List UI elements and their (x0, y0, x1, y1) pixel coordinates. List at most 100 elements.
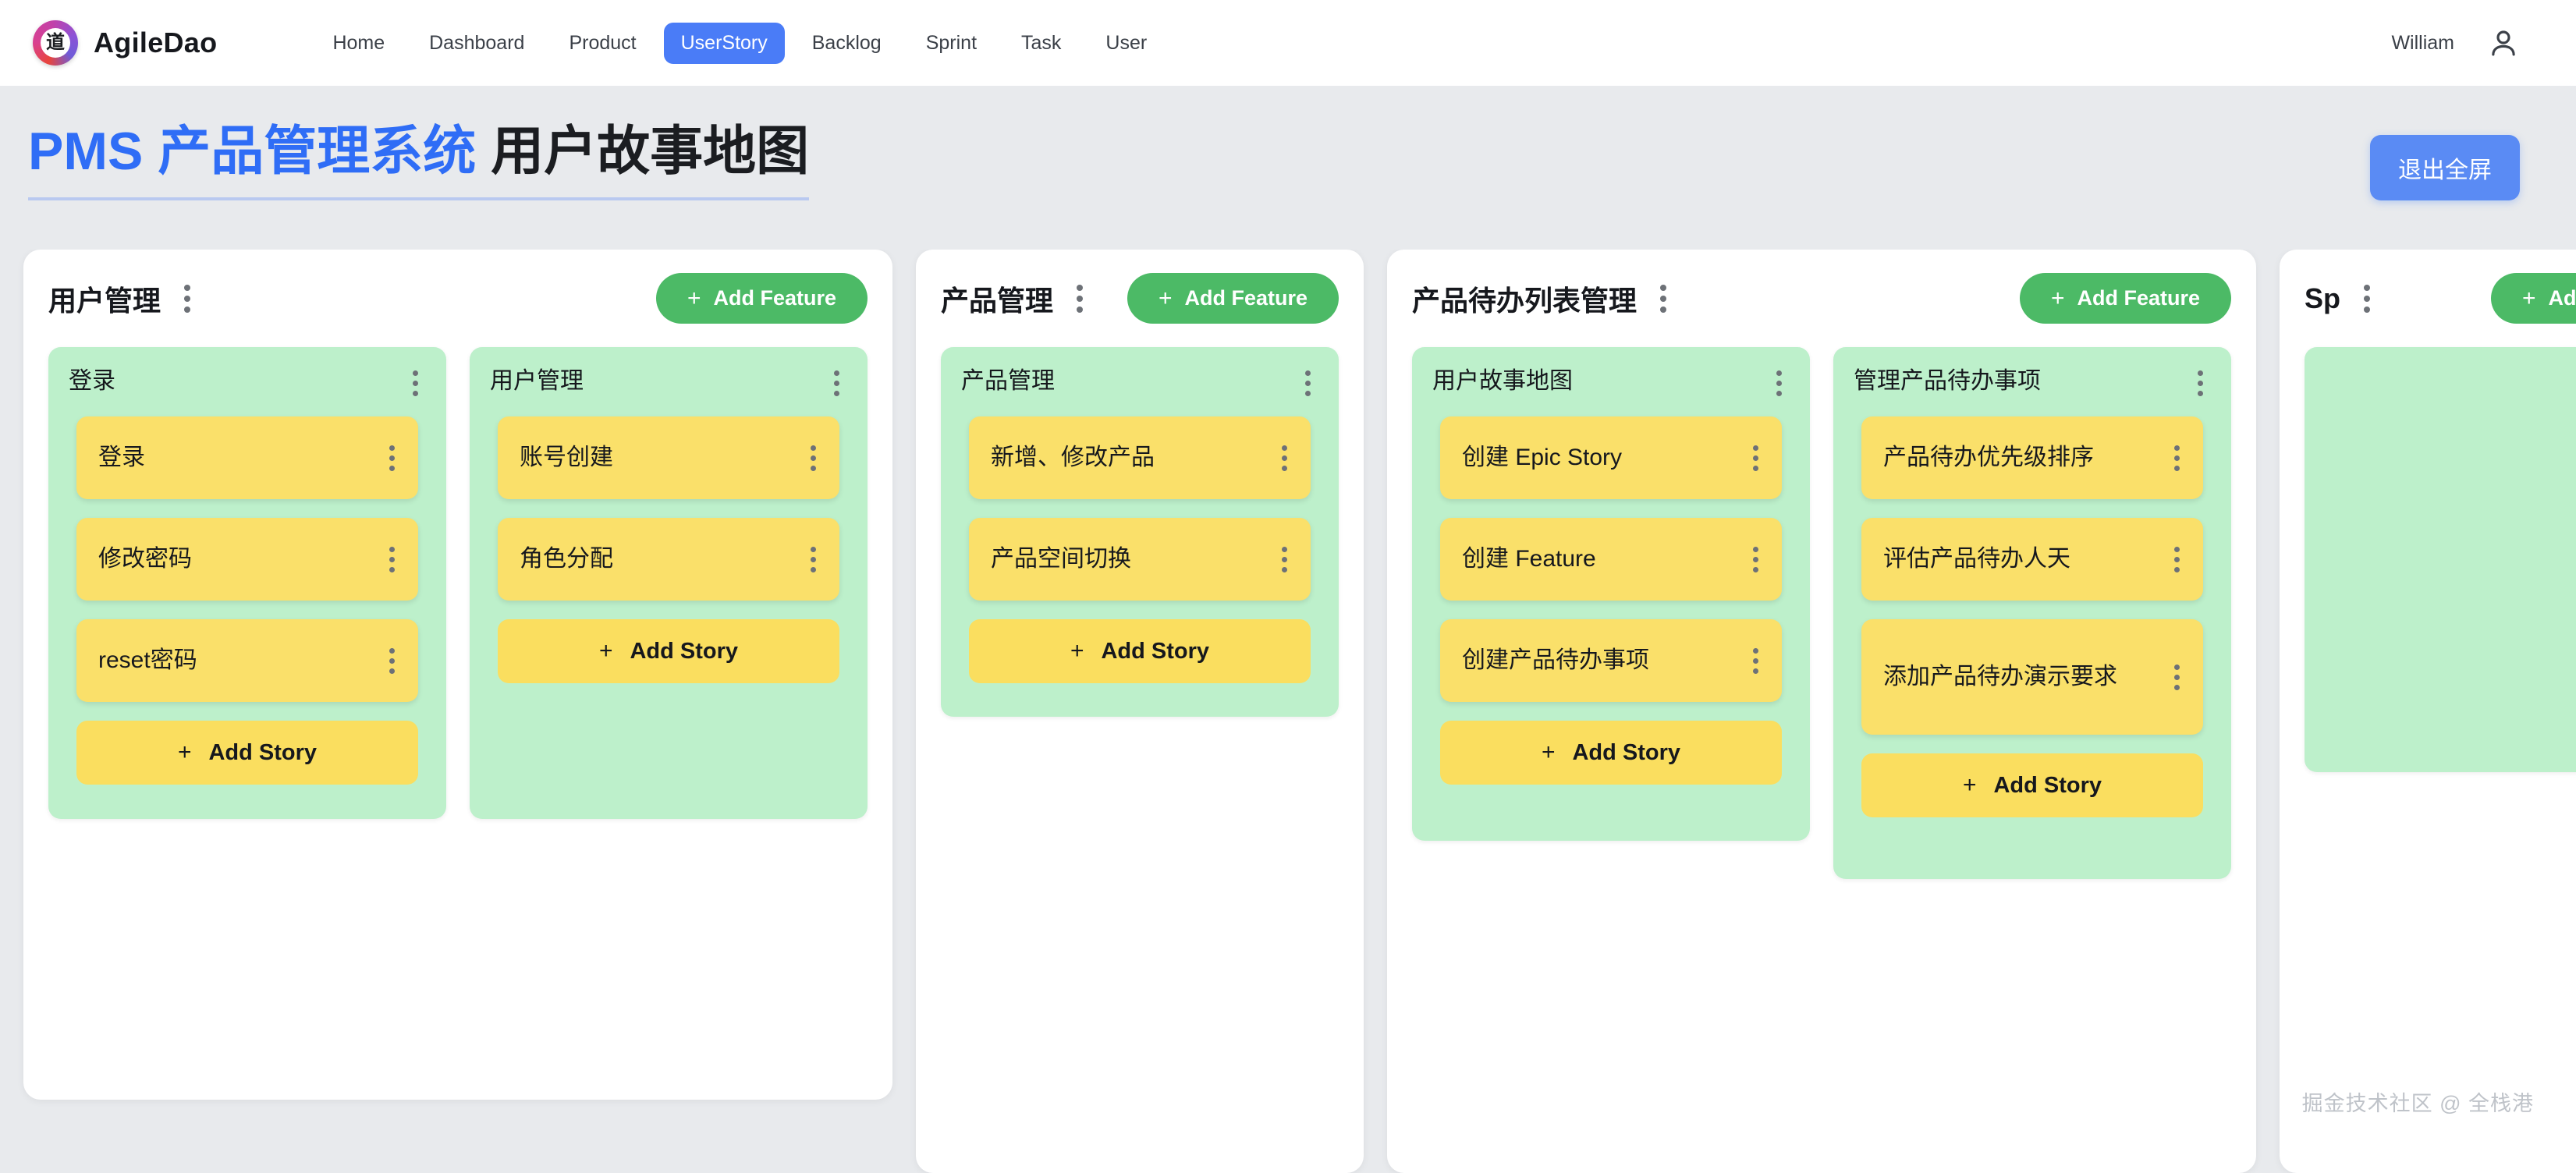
nav-item-userstory[interactable]: UserStory (663, 22, 785, 64)
story-menu-icon[interactable] (1276, 442, 1293, 474)
add-story-label: Add Story (208, 739, 318, 765)
story-list: 产品待办优先级排序 评估产品待办人天 添加产品待办演示要求 + Add Stor… (1850, 416, 2214, 817)
feature-menu-icon[interactable] (1299, 367, 1317, 399)
epic-title: Sp (2305, 282, 2341, 314)
epic-column: 产品待办列表管理 + Add Feature 用户故事地图 创建 Epic St… (1387, 250, 2256, 1173)
story-card[interactable]: 登录 (76, 416, 418, 499)
story-card[interactable]: 新增、修改产品 (969, 416, 1311, 499)
story-card[interactable]: 产品待办优先级排序 (1861, 416, 2203, 499)
feature-header: 产品管理 (958, 367, 1322, 399)
feature-menu-icon[interactable] (406, 367, 424, 399)
story-title: 登录 (98, 444, 145, 470)
add-story-button[interactable]: + Add Story (1440, 721, 1782, 785)
epic-header: 用户管理 + Add Feature (48, 273, 868, 324)
add-story-button[interactable]: + Add Story (969, 619, 1311, 683)
story-title: 产品待办优先级排序 (1883, 444, 2094, 470)
story-title: 创建 Epic Story (1462, 444, 1623, 470)
story-card[interactable]: 创建 Epic Story (1440, 416, 1782, 499)
feature-card: 管理产品待办事项 产品待办优先级排序 评估产品待办人天 添加产品待办演示要求 (1833, 347, 2231, 879)
story-card[interactable]: 添加产品待办演示要求 (1861, 619, 2203, 735)
add-story-label: Add Story (1993, 772, 2102, 798)
epic-title: 产品管理 (941, 284, 1054, 317)
story-menu-icon[interactable] (1747, 645, 1765, 677)
plus-icon: + (177, 739, 192, 765)
epic-column: 用户管理 + Add Feature 登录 登录 修改 (23, 250, 892, 1100)
story-card[interactable]: 产品空间切换 (969, 518, 1311, 601)
feature-header: 登录 (66, 367, 429, 399)
feature-menu-icon[interactable] (1770, 367, 1788, 399)
feature-card: 产品管理 新增、修改产品 产品空间切换 + Add Story (941, 347, 1339, 717)
feature-list: 产品管理 新增、修改产品 产品空间切换 + Add Story (941, 347, 1339, 717)
nav-item-sprint[interactable]: Sprint (925, 31, 978, 54)
story-title: 创建 Feature (1462, 545, 1596, 572)
story-menu-icon[interactable] (804, 544, 822, 576)
epic-menu-icon[interactable] (1654, 282, 1673, 316)
feature-card (2305, 347, 2576, 772)
story-menu-icon[interactable] (1276, 544, 1293, 576)
nav-item-dashboard[interactable]: Dashboard (429, 31, 525, 54)
story-menu-icon[interactable] (1747, 544, 1765, 576)
nav-item-task[interactable]: Task (1021, 31, 1062, 54)
story-menu-icon[interactable] (1747, 442, 1765, 474)
story-card[interactable]: reset密码 (76, 619, 418, 702)
story-menu-icon[interactable] (2168, 442, 2186, 474)
agiledao-logo-icon: 道 (33, 20, 78, 66)
story-card[interactable]: 评估产品待办人天 (1861, 518, 2203, 601)
story-card[interactable]: 创建产品待办事项 (1440, 619, 1782, 702)
feature-header: 用户管理 (487, 367, 850, 399)
add-feature-button[interactable]: + Add Feature (2019, 273, 2231, 324)
story-list: 登录 修改密码 reset密码 + Add Story (66, 416, 429, 785)
nav-item-product[interactable]: Product (569, 31, 637, 54)
story-menu-icon[interactable] (2168, 544, 2186, 576)
add-story-button[interactable]: + Add Story (498, 619, 839, 683)
story-list: 新增、修改产品 产品空间切换 + Add Story (958, 416, 1322, 683)
story-menu-icon[interactable] (383, 442, 401, 474)
nav-item-home[interactable]: Home (332, 31, 385, 54)
feature-menu-icon[interactable] (2191, 367, 2209, 399)
story-title: 评估产品待办人天 (1883, 545, 2070, 572)
user-icon[interactable] (2487, 27, 2520, 59)
feature-title: 产品管理 (961, 368, 1055, 394)
feature-title: 用户管理 (490, 368, 584, 394)
epic-title: 用户管理 (48, 284, 161, 317)
brand-logo[interactable]: 道 AgileDao (33, 20, 217, 66)
nav-user-area: William (2391, 27, 2520, 59)
nav-item-user[interactable]: User (1105, 31, 1148, 54)
brand-name: AgileDao (94, 27, 218, 58)
story-title: 修改密码 (98, 545, 192, 572)
add-story-button[interactable]: + Add Story (1861, 753, 2203, 817)
feature-header (2322, 367, 2576, 399)
add-feature-button[interactable]: + Add Feature (655, 273, 868, 324)
add-story-button[interactable]: + Add Story (76, 721, 418, 785)
add-story-label: Add Story (1572, 739, 1681, 765)
epic-column: Sp + Add Feature (2280, 250, 2576, 1173)
nav-item-backlog[interactable]: Backlog (811, 31, 882, 54)
feature-card: 用户故事地图 创建 Epic Story 创建 Feature 创建产品待办事项 (1412, 347, 1810, 841)
epic-menu-icon[interactable] (1070, 282, 1089, 316)
feature-title: 管理产品待办事项 (1854, 368, 2041, 394)
feature-header: 管理产品待办事项 (1850, 367, 2214, 399)
epic-menu-icon[interactable] (2358, 282, 2376, 316)
story-card[interactable]: 角色分配 (498, 518, 839, 601)
plus-icon: + (598, 638, 613, 664)
epic-menu-icon[interactable] (178, 282, 197, 316)
page-title: PMS 产品管理系统 用户故事地图 (28, 124, 810, 200)
epic-column: 产品管理 + Add Feature 产品管理 新增、修改产品 (916, 250, 1364, 1173)
story-menu-icon[interactable] (383, 544, 401, 576)
exit-fullscreen-button[interactable]: 退出全屏 (2370, 135, 2520, 200)
feature-menu-icon[interactable] (828, 367, 846, 399)
add-feature-button[interactable]: + Add Feature (1127, 273, 1339, 324)
story-menu-icon[interactable] (383, 645, 401, 677)
nav-links: Home Dashboard Product UserStory Backlog… (315, 22, 1164, 64)
page-header: PMS 产品管理系统 用户故事地图 退出全屏 (0, 86, 2576, 250)
story-menu-icon[interactable] (804, 442, 822, 474)
story-title: 产品空间切换 (991, 545, 1131, 572)
page-title-wrap: PMS 产品管理系统 用户故事地图 (28, 124, 810, 211)
story-card[interactable]: 账号创建 (498, 416, 839, 499)
story-menu-icon[interactable] (2168, 661, 2186, 693)
plus-icon: + (1070, 638, 1084, 664)
add-feature-button[interactable]: + Add Feature (2490, 273, 2576, 324)
feature-list (2305, 347, 2576, 772)
story-card[interactable]: 修改密码 (76, 518, 418, 601)
story-card[interactable]: 创建 Feature (1440, 518, 1782, 601)
